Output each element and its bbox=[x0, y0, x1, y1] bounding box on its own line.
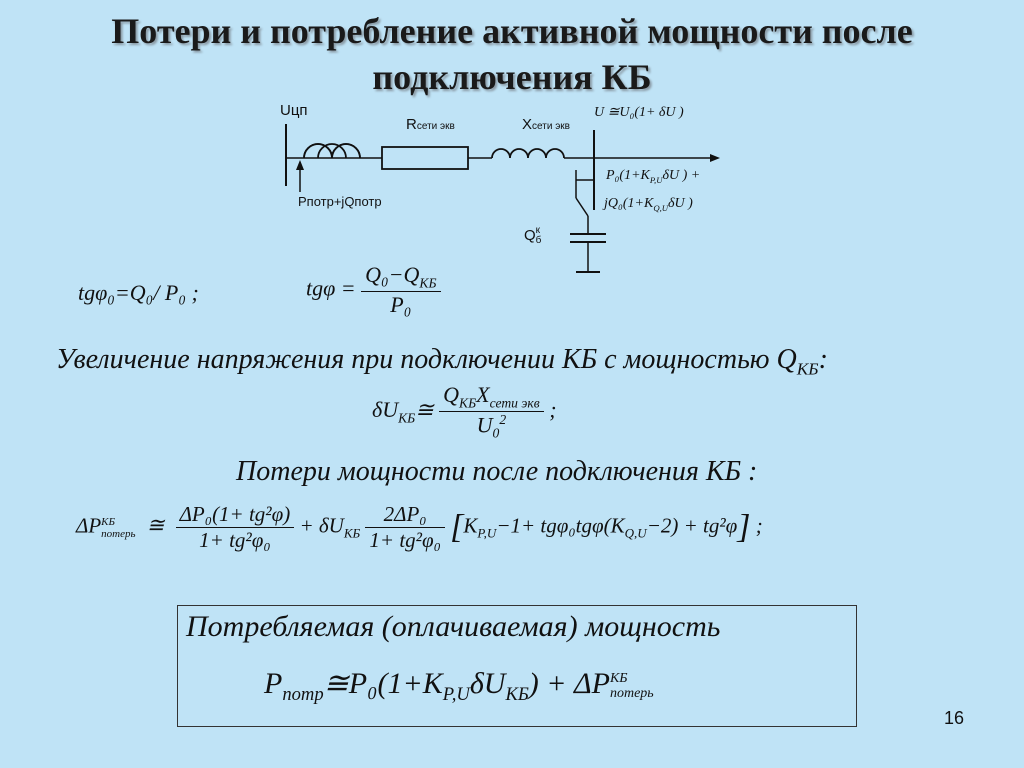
r-label: Rсети экв bbox=[406, 116, 455, 133]
resistor bbox=[381, 146, 469, 170]
title-line-1: Потери и потребление активной мощности п… bbox=[111, 11, 913, 51]
losses-text: Потери мощности после подключения КБ : bbox=[236, 456, 758, 487]
u-source-label: Uцп bbox=[280, 102, 308, 119]
title-line-2: подключения КБ bbox=[372, 57, 652, 97]
consumed-heading: Потребляемая (оплачиваемая) мощность bbox=[186, 610, 721, 643]
q-flow-label: jQ₀(1+KQ,UδU ) bbox=[604, 196, 693, 213]
switch bbox=[575, 197, 589, 217]
circuit-diagram bbox=[285, 124, 720, 273]
p-flow-label: P₀(1+KP,UδU ) + bbox=[606, 168, 701, 185]
inductor bbox=[491, 148, 565, 159]
load-left-label: Pпотр+jQпотр bbox=[298, 194, 382, 209]
u-node-label: U ≅U₀(1+ δU ) bbox=[594, 105, 684, 120]
page-number: 16 bbox=[944, 708, 965, 728]
tg0-formula: tgφ₀=Q₀/ P₀ ; bbox=[78, 280, 199, 305]
increase-text: Увеличение напряжения при подключении КБ… bbox=[56, 344, 828, 379]
du-formula: δUКБ≅ QКБXсети экв U02 ; bbox=[372, 382, 557, 442]
x-label: Xсети экв bbox=[522, 116, 570, 133]
consumed-power-box: Потребляемая (оплачиваемая) мощность Pпо… bbox=[177, 605, 857, 727]
tg-formula: tgφ = Q₀−QКБ P₀ bbox=[306, 262, 441, 318]
slide-title: Потери и потребление активной мощности п… bbox=[0, 8, 1024, 100]
